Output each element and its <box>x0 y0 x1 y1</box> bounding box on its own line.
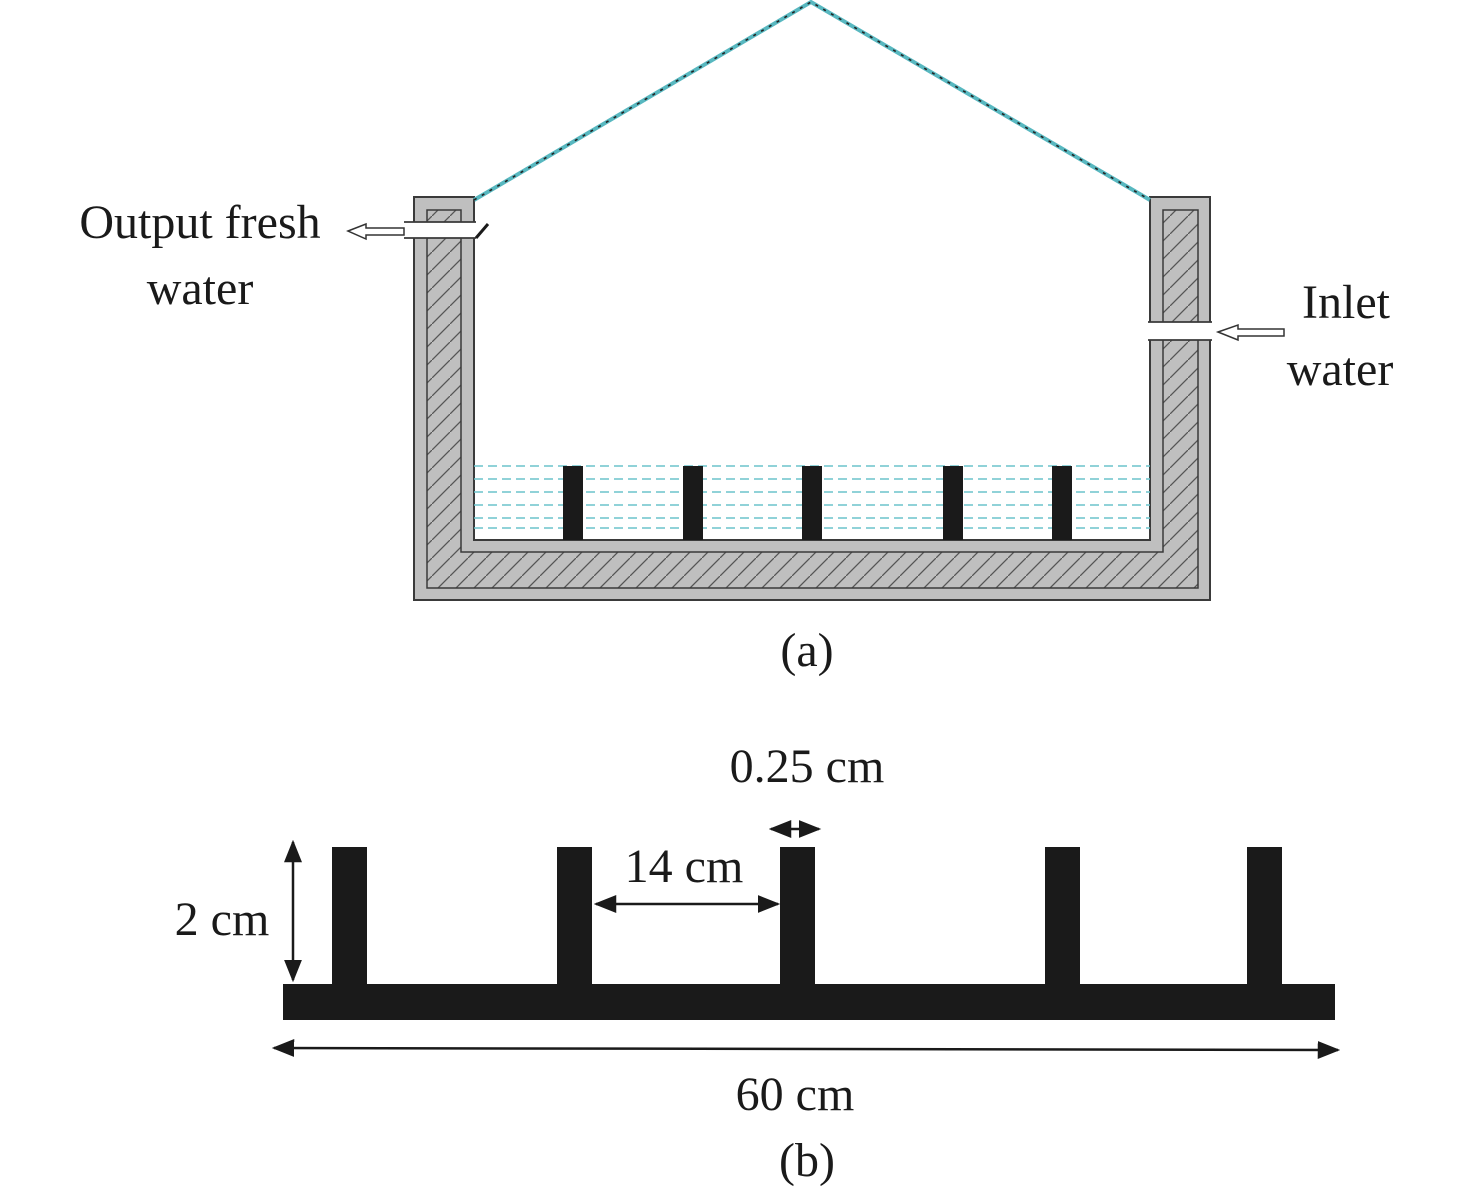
plate-fin <box>332 847 367 985</box>
plate-fin <box>780 847 815 985</box>
outlet-arrow <box>346 222 405 241</box>
plate-fin <box>1247 847 1282 985</box>
basin-fin <box>1052 466 1072 540</box>
plate-fins <box>332 847 1282 985</box>
base-length-label: 60 cm <box>736 1068 855 1121</box>
glass-cover <box>472 0 1152 202</box>
basin-fin <box>683 466 703 540</box>
basin-fin <box>802 466 822 540</box>
panel-b-caption: (b) <box>779 1134 835 1187</box>
outlet-pipe <box>404 221 490 239</box>
basin-fins <box>563 466 1072 540</box>
inlet-label-line2: water <box>1287 343 1394 396</box>
fin-thickness-label: 0.25 cm <box>730 740 885 793</box>
outlet-label-line2: water <box>147 262 254 315</box>
panel-a-solar-still: Output fresh water Inlet water (a) <box>79 0 1394 677</box>
basin-fin <box>563 466 583 540</box>
fin-spacing-label: 14 cm <box>625 840 744 893</box>
fin-base-plate <box>283 984 1335 1020</box>
outlet-label-line1: Output fresh <box>79 196 320 249</box>
inlet-pipe <box>1148 321 1212 341</box>
fin-height-label: 2 cm <box>175 893 270 946</box>
panel-a-caption: (a) <box>780 624 833 677</box>
basin-fin <box>943 466 963 540</box>
insulation-layer <box>426 209 1199 589</box>
base-length-arrow <box>271 1039 1341 1059</box>
inlet-arrow <box>1215 323 1285 342</box>
plate-fin <box>1045 847 1080 985</box>
inlet-label-line1: Inlet <box>1302 276 1391 329</box>
plate-fin <box>557 847 592 985</box>
panel-b-fin-dimensions: 0.25 cm 14 cm 2 cm 60 cm (b) <box>175 740 1341 1187</box>
